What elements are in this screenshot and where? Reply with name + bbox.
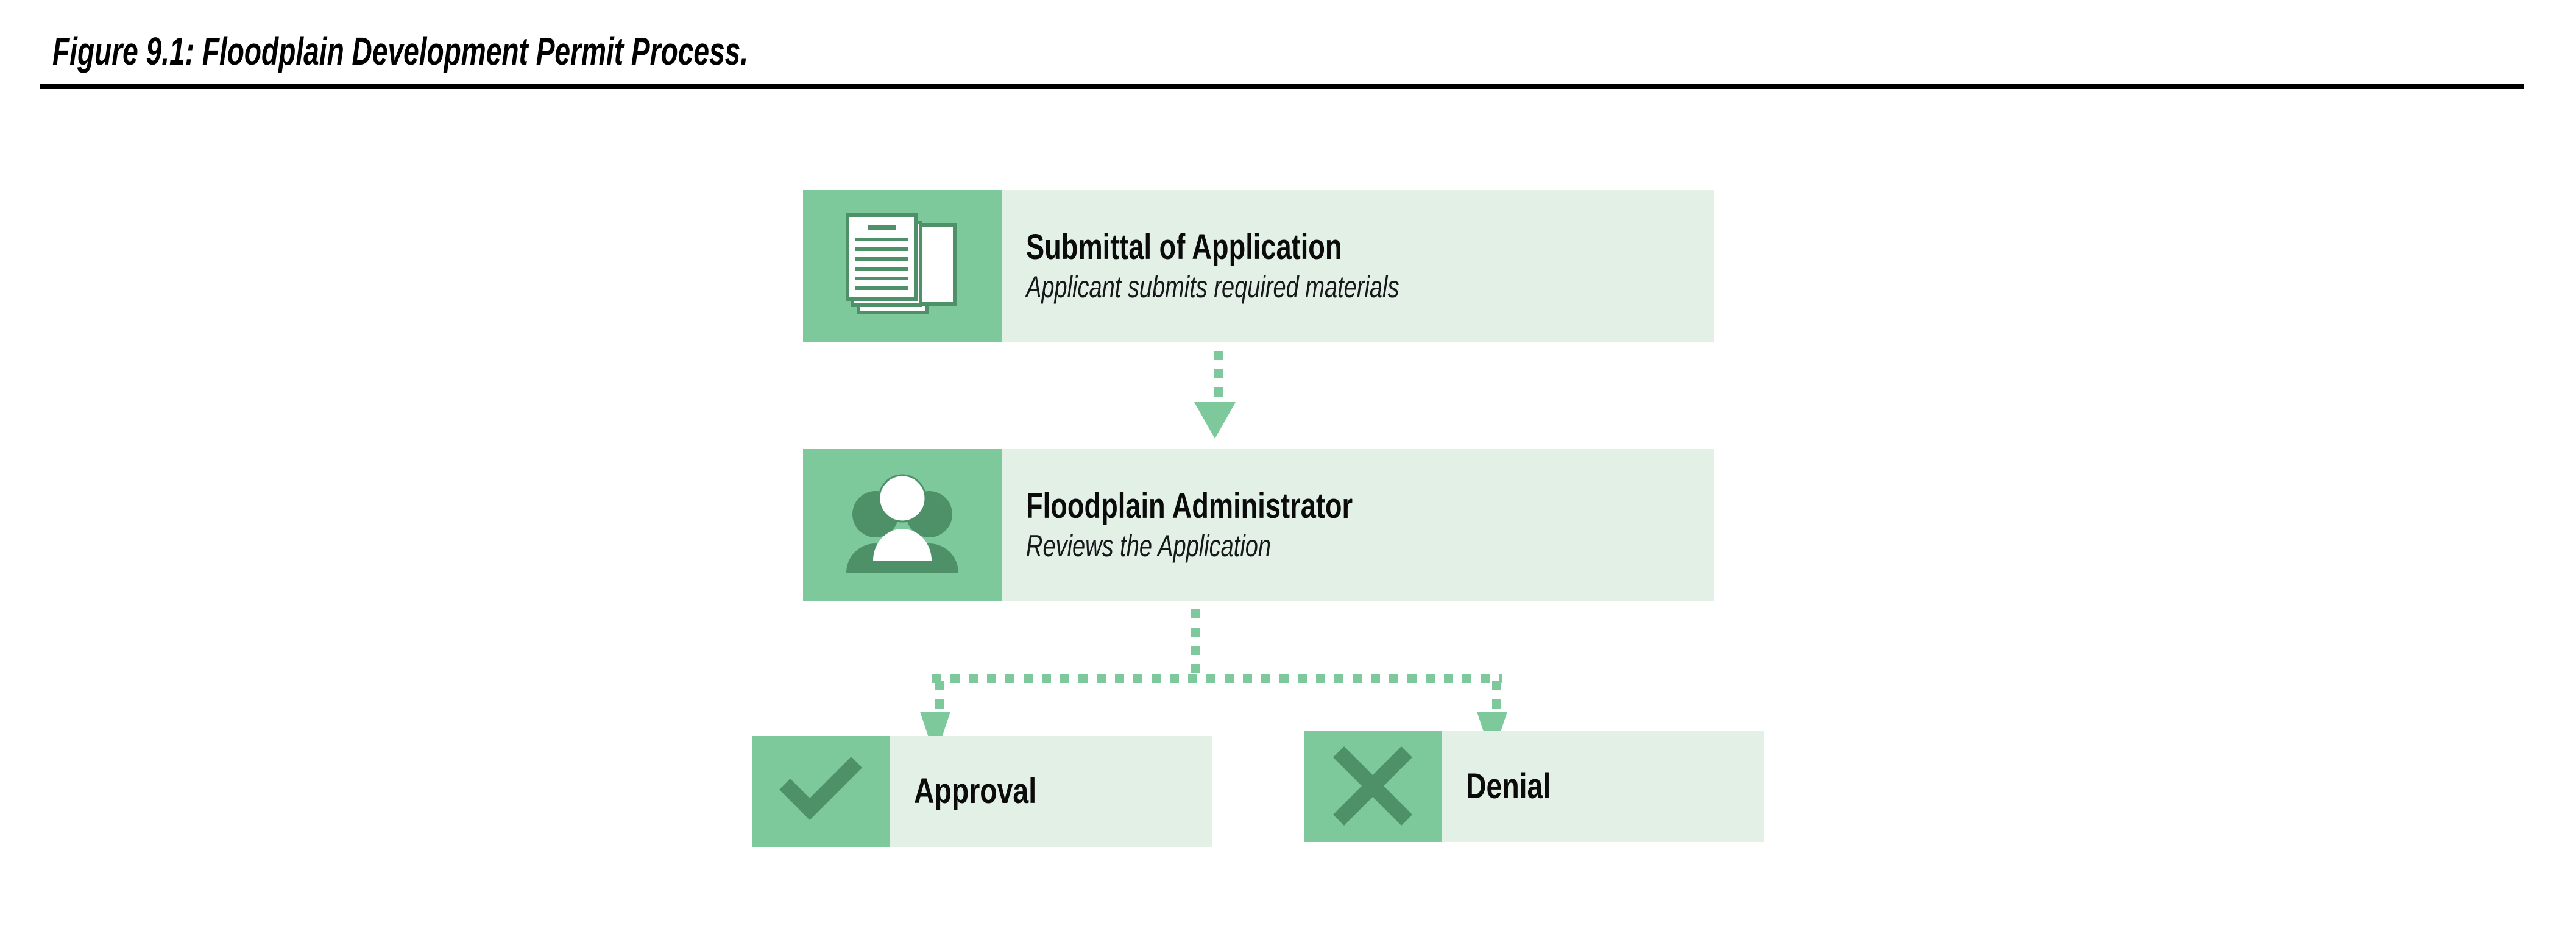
documents-icon-panel: [803, 190, 1002, 342]
cross-icon: [1333, 746, 1412, 826]
flow-node-approval[interactable]: Approval: [752, 736, 1212, 847]
connector-to-approval-line: [935, 681, 944, 716]
flow-node-approval-body: Approval: [890, 736, 1212, 847]
check-icon-panel: [752, 736, 890, 847]
connector-administrator-branch-bar: [932, 674, 1502, 683]
flow-node-approval-title: Approval: [914, 771, 1037, 812]
figure-caption: Figure 9.1: Floodplain Development Permi…: [52, 29, 749, 73]
connector-to-denial-line: [1492, 681, 1501, 716]
cross-icon-panel: [1304, 731, 1442, 842]
flow-node-denial-body: Denial: [1442, 731, 1764, 842]
flow-node-administrator[interactable]: Floodplain Administrator Reviews the App…: [803, 449, 1714, 601]
flow-node-administrator-subtitle: Reviews the Application: [1026, 528, 1272, 563]
flow-node-denial[interactable]: Denial: [1304, 731, 1764, 842]
flow-node-submittal[interactable]: Submittal of Application Applicant submi…: [803, 190, 1714, 342]
flow-node-submittal-subtitle: Applicant submits required materials: [1026, 269, 1399, 304]
flow-node-submittal-title: Submittal of Application: [1026, 227, 1342, 267]
flow-node-administrator-body: Floodplain Administrator Reviews the App…: [1002, 449, 1714, 601]
check-icon: [779, 757, 862, 820]
flow-node-administrator-title: Floodplain Administrator: [1026, 486, 1353, 526]
flow-node-denial-title: Denial: [1466, 766, 1551, 807]
connector-administrator-branch-stem: [1191, 609, 1200, 677]
people-group-icon: [846, 474, 958, 573]
connector-submittal-to-administrator-arrowhead: [1194, 402, 1236, 439]
figure-header: Figure 9.1: Floodplain Development Permi…: [52, 32, 2524, 71]
figure-horizontal-rule: [40, 84, 2524, 89]
connector-submittal-to-administrator-line: [1214, 351, 1223, 405]
people-group-icon-panel: [803, 449, 1002, 601]
flow-node-submittal-body: Submittal of Application Applicant submi…: [1002, 190, 1714, 342]
documents-icon: [846, 213, 957, 314]
